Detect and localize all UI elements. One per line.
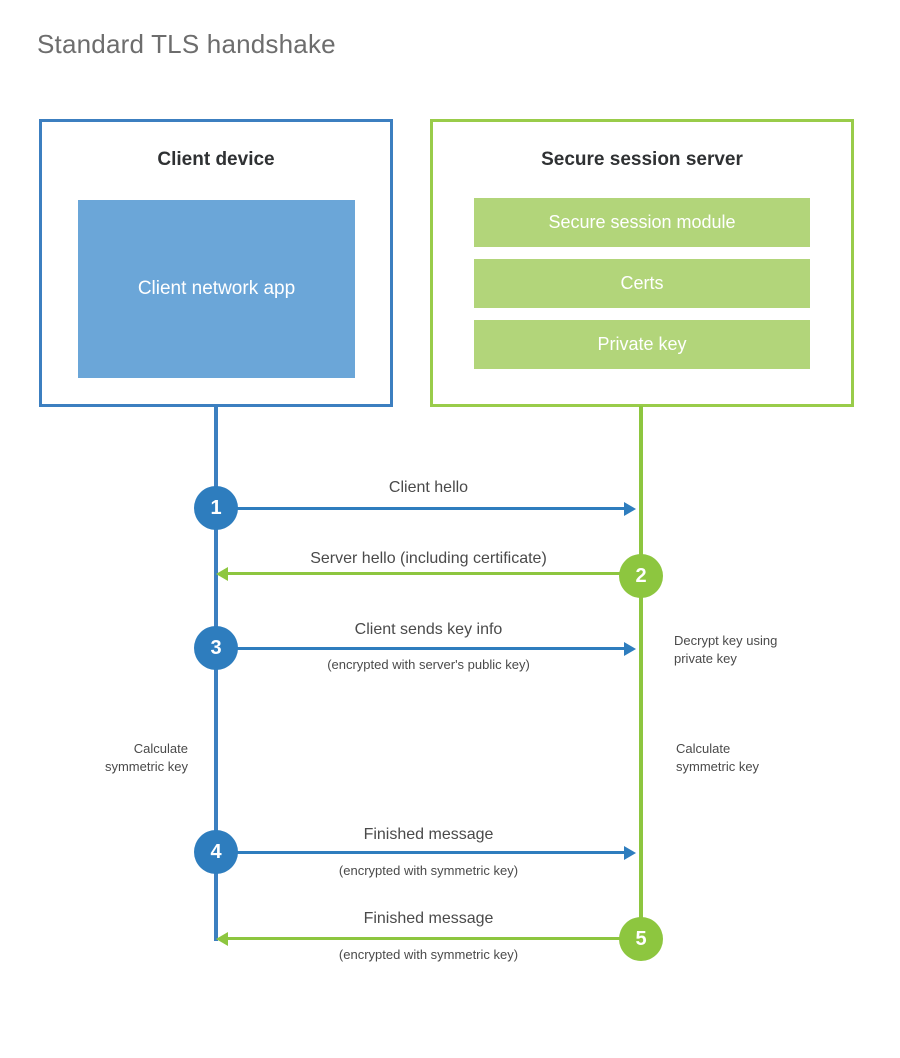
server-module-private-key: Private key [474, 320, 810, 369]
annotation-server-calculate-symmetric-key: Calculate symmetric key [676, 741, 760, 774]
step-2-arrow-head-icon [216, 567, 228, 581]
step-4-label: Finished message [363, 826, 494, 843]
step-3-marker: 3 [194, 626, 238, 670]
client-device-box: Client device Client network app [39, 119, 393, 407]
step-3-arrow-line [216, 647, 626, 650]
step-4-arrow-line [216, 851, 626, 854]
server-module-list: Secure session module Certs Private key [474, 198, 810, 369]
step-1-arrow-line [216, 507, 626, 510]
page-title: Standard TLS handshake [37, 29, 336, 59]
step-3-sublabel: (encrypted with server's public key) [327, 657, 530, 672]
annotation-decrypt-key: Decrypt key using private key [674, 633, 778, 666]
secure-session-server-title: Secure session server [541, 149, 743, 170]
step-5-arrow-line [228, 937, 626, 940]
client-device-title: Client device [157, 149, 275, 170]
step-5-label: Finished message [363, 910, 494, 927]
step-5-sublabel: (encrypted with symmetric key) [338, 947, 519, 962]
step-3-label: Client sends key info [354, 621, 503, 638]
step-4-arrow-head-icon [624, 846, 636, 860]
server-module-secure-session-module: Secure session module [474, 198, 810, 247]
client-lifeline [214, 406, 218, 941]
step-1-arrow-head-icon [624, 502, 636, 516]
step-5-marker: 5 [619, 917, 663, 961]
server-module-certs: Certs [474, 259, 810, 308]
step-4-marker: 4 [194, 830, 238, 874]
step-2-label: Server hello (including certificate) [310, 550, 547, 567]
step-4-sublabel: (encrypted with symmetric key) [338, 863, 519, 878]
server-lifeline [639, 406, 643, 939]
annotation-client-calculate-symmetric-key: Calculate symmetric key [104, 741, 188, 774]
step-1-marker: 1 [194, 486, 238, 530]
client-network-app-block: Client network app [78, 200, 355, 378]
step-2-arrow-line [228, 572, 626, 575]
secure-session-server-box: Secure session server Secure session mod… [430, 119, 854, 407]
step-5-arrow-head-icon [216, 932, 228, 946]
step-1-label: Client hello [388, 479, 469, 496]
step-2-marker: 2 [619, 554, 663, 598]
step-3-arrow-head-icon [624, 642, 636, 656]
